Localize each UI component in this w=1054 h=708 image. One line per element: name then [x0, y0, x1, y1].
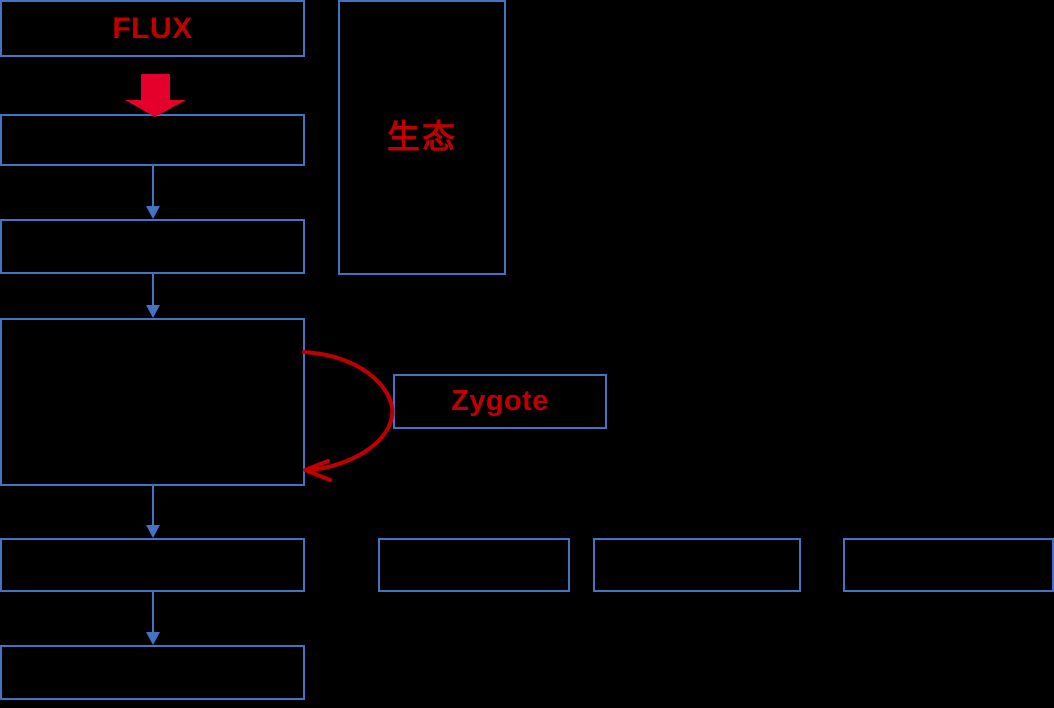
connector-stage2-to-stage3 — [146, 166, 160, 219]
node-side-box-3[interactable] — [843, 538, 1054, 592]
node-stage-2[interactable] — [0, 114, 305, 166]
connector-stage5-to-stage6 — [146, 592, 160, 645]
node-stage-5[interactable] — [0, 538, 305, 592]
node-side-box-1[interactable] — [378, 538, 570, 592]
node-stage-6[interactable] — [0, 645, 305, 700]
block-arrow-flux-to-stage2 — [125, 74, 186, 117]
node-zygote[interactable]: Zygote — [393, 374, 607, 429]
connector-main-to-stage5 — [146, 486, 160, 538]
node-stage-main[interactable] — [0, 318, 305, 486]
node-flux[interactable]: FLUX — [0, 0, 305, 57]
connector-stage3-to-main — [146, 274, 160, 318]
node-stage-3[interactable] — [0, 219, 305, 274]
node-side-box-2[interactable] — [593, 538, 801, 592]
connector-zygote-feedback-loop — [302, 350, 395, 482]
node-ecology[interactable]: 生态 — [338, 0, 506, 275]
